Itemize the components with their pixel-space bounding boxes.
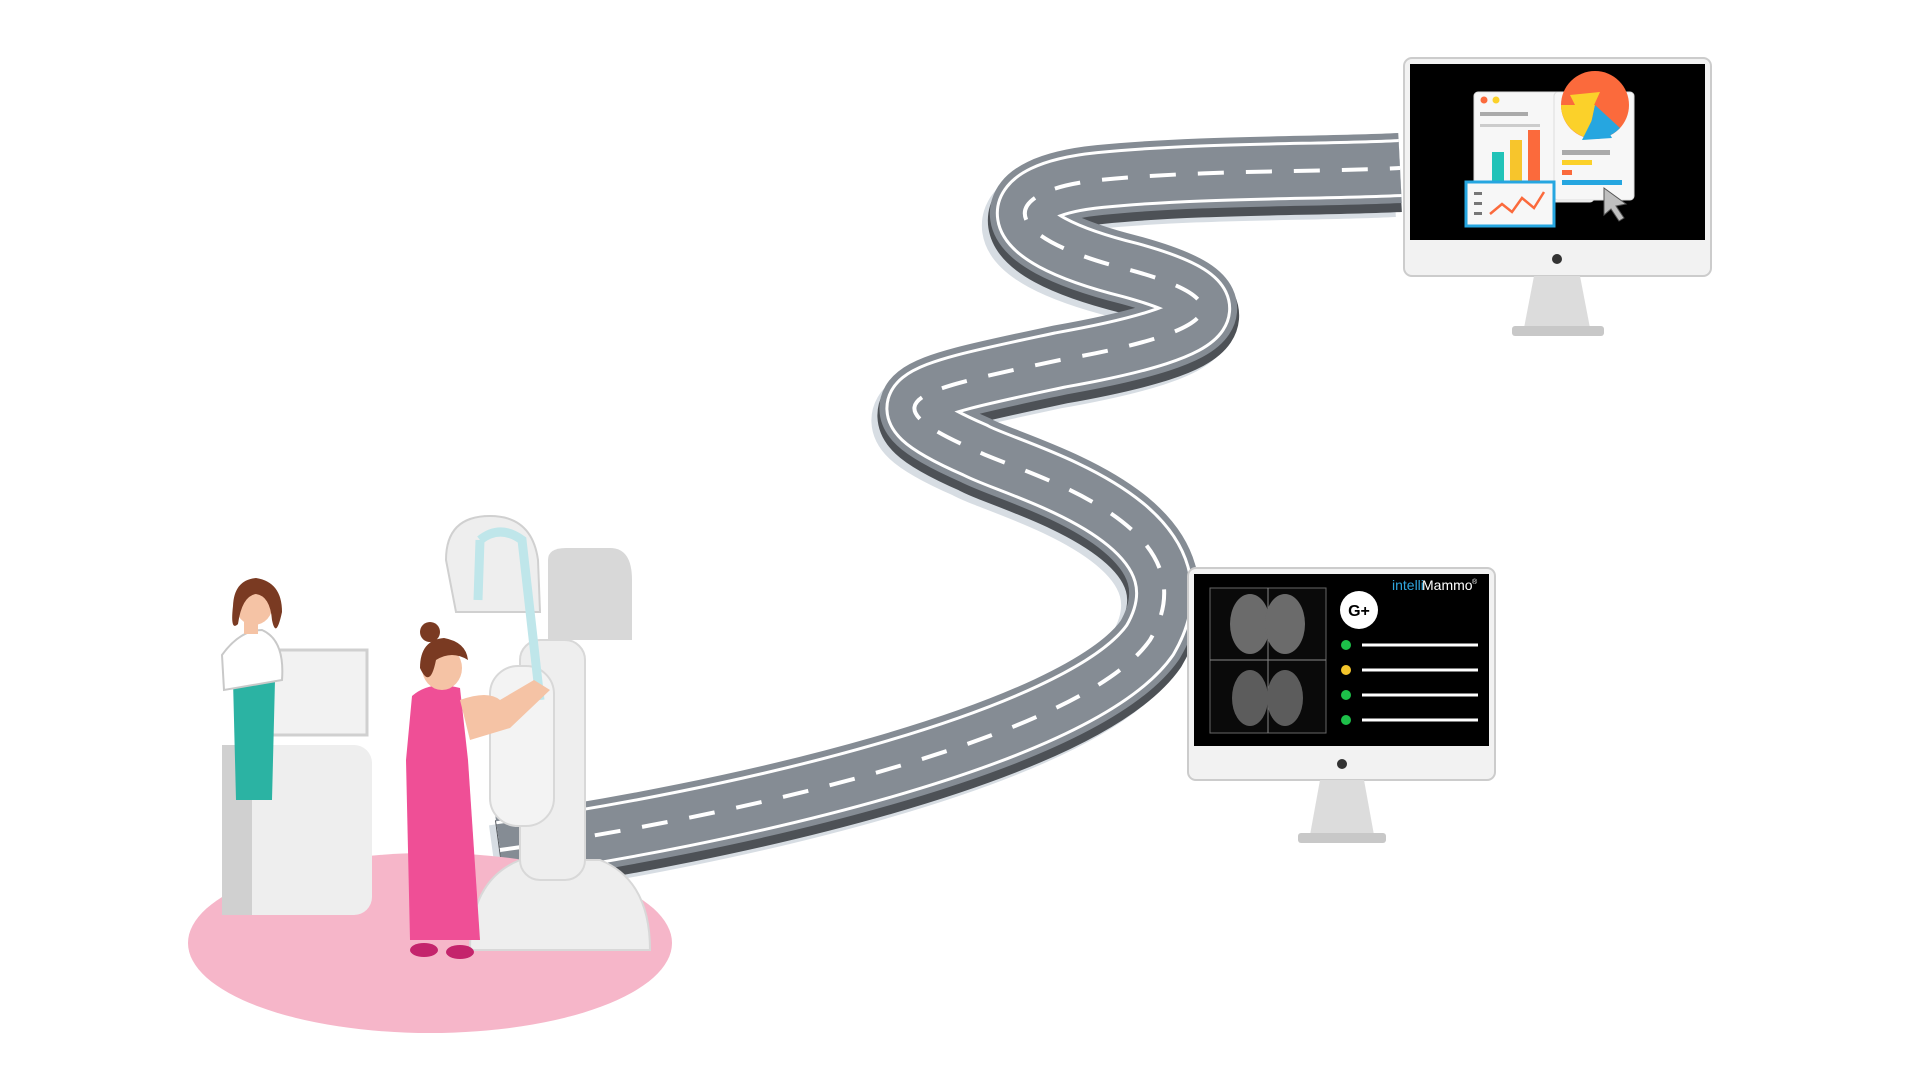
mammogram-view — [1267, 670, 1303, 726]
score-badge-label: G+ — [1348, 603, 1370, 620]
score-badge — [1340, 591, 1378, 629]
brand-mark: ® — [1472, 578, 1478, 586]
analytics-monitor — [1403, 57, 1712, 336]
pie-chart-icon — [1561, 71, 1629, 140]
mammogram-view — [1230, 594, 1270, 654]
winding-road — [488, 133, 1402, 899]
cursor-icon — [1603, 187, 1628, 222]
finding-status-dot — [1341, 690, 1351, 700]
finding-status-dot — [1341, 715, 1351, 725]
finding-status-dot — [1341, 640, 1351, 650]
technician-figure — [220, 578, 284, 800]
finding-status-dot — [1341, 665, 1351, 675]
lane-marking — [499, 166, 1401, 852]
mammogram-view — [1232, 670, 1268, 726]
mammogram-view — [1265, 594, 1305, 654]
brand-name: Mammo — [1422, 577, 1473, 593]
diagnosis-monitor: intelli Mammo ® G+ — [1187, 567, 1496, 843]
patient-figure — [406, 622, 550, 959]
bar-chart-icon — [1492, 130, 1540, 182]
line-chart-icon — [1464, 180, 1556, 228]
brand-prefix: intelli — [1392, 577, 1424, 593]
operator-console — [222, 648, 372, 915]
